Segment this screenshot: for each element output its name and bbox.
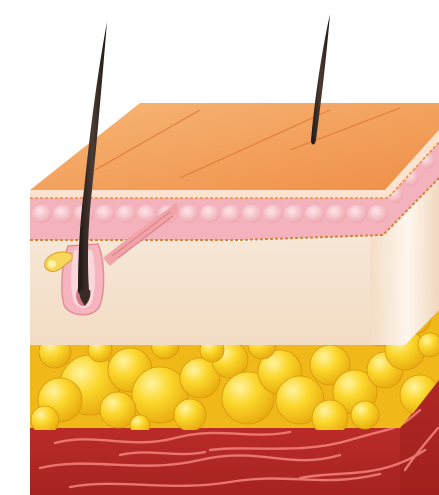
fat-cell (31, 406, 59, 434)
dermal-papilla (53, 205, 73, 223)
dermal-papilla (242, 205, 262, 223)
dermal-papilla (284, 205, 304, 223)
dermal-papilla (221, 205, 241, 223)
dermal-papilla (347, 205, 367, 223)
dermal-papilla (32, 205, 52, 223)
dermal-papilla (200, 205, 220, 223)
dermal-papilla (179, 205, 199, 223)
fat-cell (418, 333, 439, 357)
dermal-papilla (326, 205, 346, 223)
dermal-papilla (368, 205, 388, 223)
dermal-papilla (263, 205, 283, 223)
fat-cell (351, 401, 379, 429)
dermal-papilla (116, 205, 136, 223)
dermal-papilla (95, 205, 115, 223)
fat-cell (174, 399, 206, 431)
dermal-papilla (305, 205, 325, 223)
